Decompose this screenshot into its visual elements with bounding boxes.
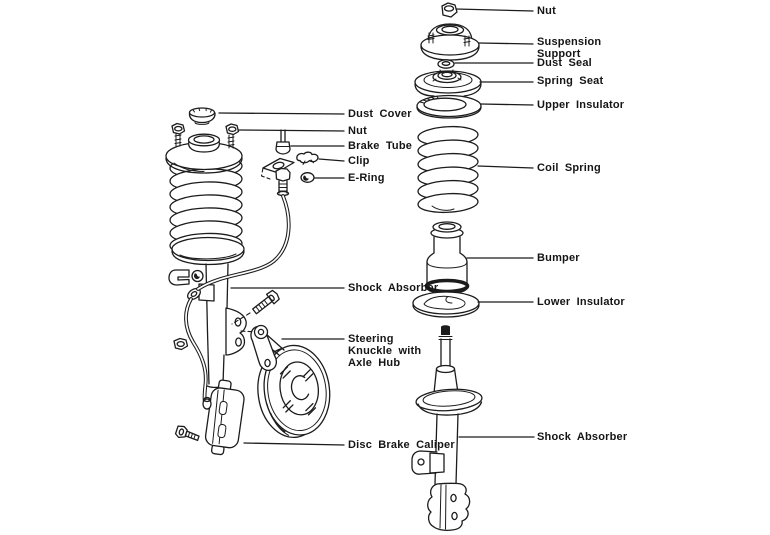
spring-seat-right-part xyxy=(414,69,482,100)
brake-tube-part xyxy=(275,129,291,155)
upper-insulator-part xyxy=(416,94,482,119)
label-shock-absorber-right: Shock Absorber xyxy=(537,431,628,443)
coil-spring-right-part xyxy=(417,125,479,214)
nut-right-part xyxy=(441,2,458,18)
label-nut-left: Nut xyxy=(348,125,367,137)
e-ring-part xyxy=(300,172,315,183)
label-brake-tube: Brake Tube xyxy=(348,140,413,152)
label-dust-seal: Dust Seal xyxy=(537,57,592,69)
leader-lines xyxy=(218,8,535,446)
label-clip: Clip xyxy=(348,155,370,167)
clip-part xyxy=(296,151,319,165)
brake-hose-part xyxy=(184,194,291,405)
label-shock-absorber-left: Shock Absorber xyxy=(348,282,439,294)
label-nut-right: Nut xyxy=(537,5,556,17)
label-upper-insulator: Upper Insulator xyxy=(537,99,625,111)
spring-seat-left-part xyxy=(171,236,245,266)
nut-left-part xyxy=(171,122,240,136)
hose-fitting-part xyxy=(275,167,291,197)
dust-seal-part xyxy=(437,59,455,69)
disc-brake-caliper-part xyxy=(202,379,245,456)
suspension-support-right-part xyxy=(420,23,480,61)
label-coil-spring: Coil Spring xyxy=(537,162,601,174)
label-spring-seat: Spring Seat xyxy=(537,75,604,87)
label-suspension-support: Suspension Support xyxy=(537,36,602,60)
label-disc-brake-caliper: Disc Brake Caliper xyxy=(348,439,455,451)
suspension-support-left-part xyxy=(165,132,243,174)
label-bumper: Bumper xyxy=(537,252,580,264)
lower-insulator-part xyxy=(412,291,480,318)
steering-knuckle-part xyxy=(250,324,285,372)
dust-cover-part xyxy=(188,107,216,125)
label-lower-insulator: Lower Insulator xyxy=(537,296,625,308)
label-steering-knuckle: Steering Knuckle with Axle Hub xyxy=(348,333,422,369)
knuckle-bolt-part xyxy=(231,289,280,333)
retainer-clip-part xyxy=(168,269,204,286)
label-dust-cover: Dust Cover xyxy=(348,108,412,120)
shock-absorber-right-part xyxy=(411,325,483,532)
caliper-bolt-part xyxy=(174,425,200,442)
label-e-ring: E-Ring xyxy=(348,172,385,184)
brake-disc-part xyxy=(257,344,331,439)
clamp-nut-part xyxy=(173,337,189,351)
